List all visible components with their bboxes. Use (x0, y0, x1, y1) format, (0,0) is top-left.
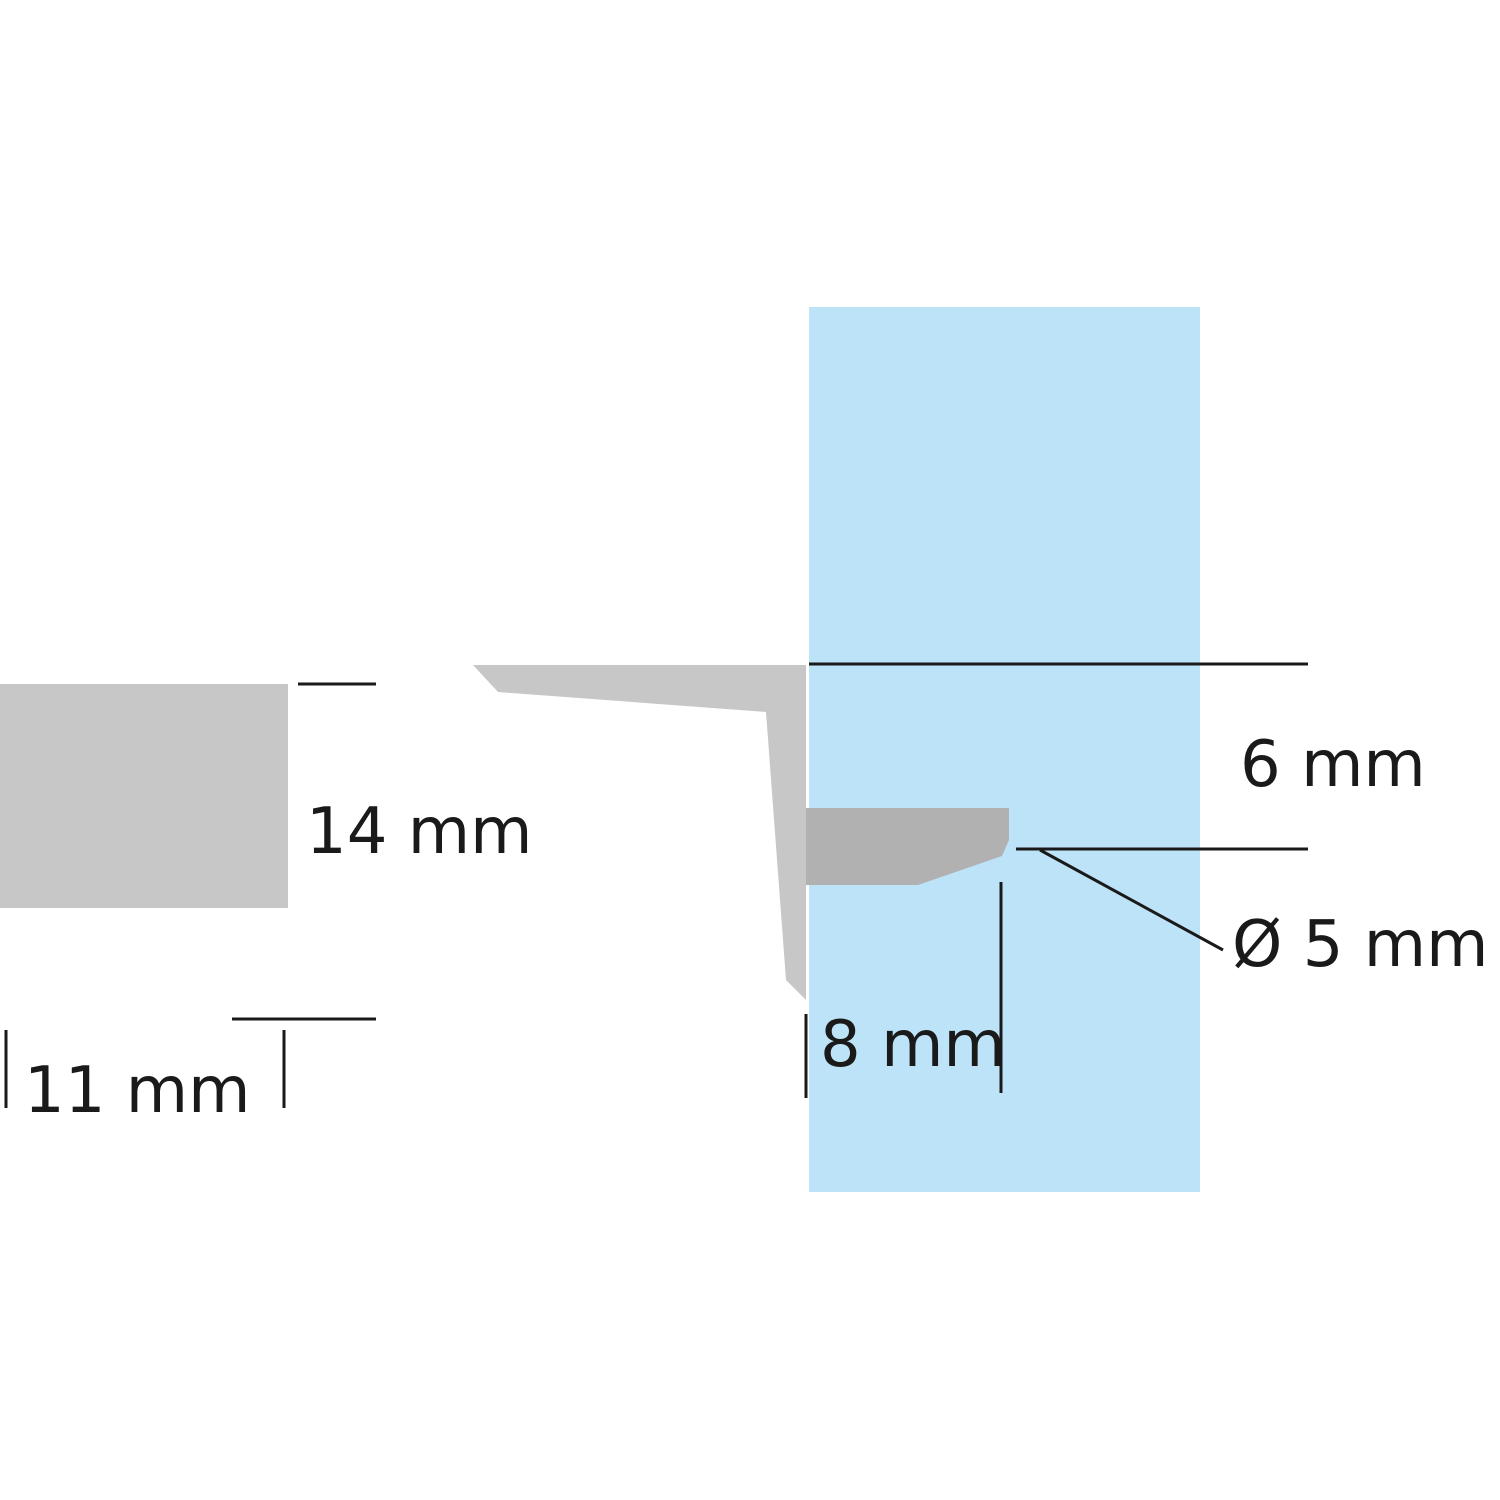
pin-length-label: 8 mm (820, 1008, 1006, 1082)
support-pin (806, 808, 1009, 885)
shelf-section (0, 684, 288, 908)
shelf-thickness-label: 14 mm (306, 795, 532, 869)
shelf-bracket (473, 665, 806, 1000)
shelf-depth-label: 11 mm (24, 1054, 250, 1128)
panel-offset-label: 6 mm (1240, 728, 1426, 802)
pin-diameter-label: Ø 5 mm (1232, 908, 1488, 982)
wall-panel (809, 307, 1200, 1192)
diameter-leader-line (1039, 848, 1224, 952)
